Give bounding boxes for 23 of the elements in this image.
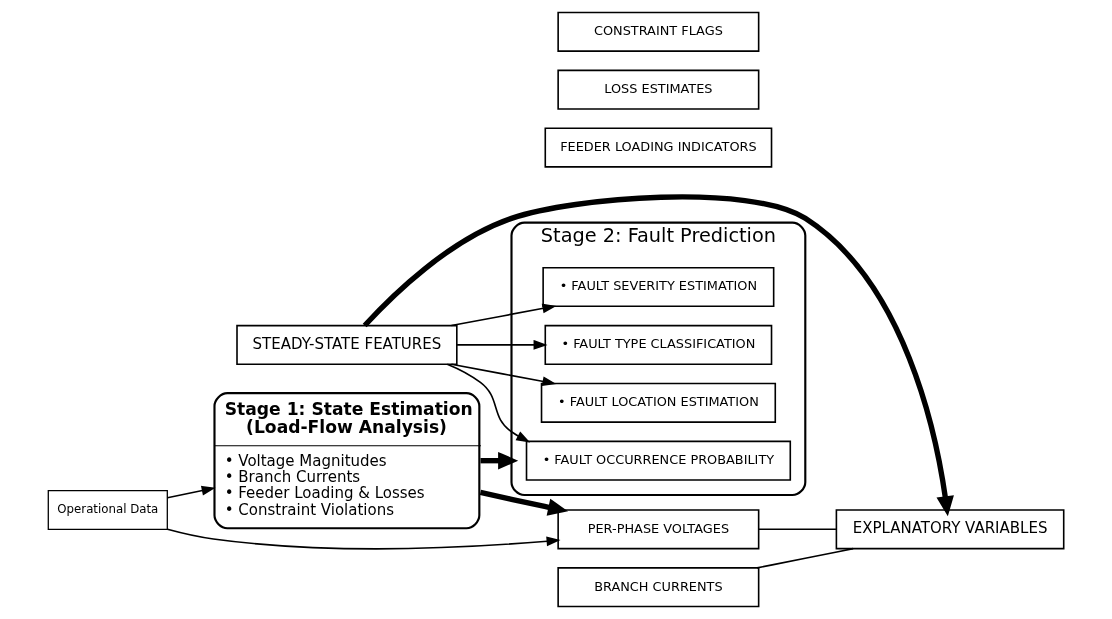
- arrow: [479, 489, 569, 516]
- node-box: PER-PHASE VOLTAGES: [557, 509, 760, 550]
- node-box: Operational Data: [47, 490, 168, 530]
- node-box: • FAULT SEVERITY ESTIMATION: [542, 266, 775, 308]
- arrow: [362, 194, 954, 517]
- node-box: CONSTRAINT FLAGS: [557, 11, 760, 52]
- arrow: [446, 363, 531, 443]
- node-box: • FAULT OCCURRENCE PROBABILITY: [525, 440, 792, 481]
- arrow: [456, 340, 548, 350]
- node-box: EXPLANATORY VARIABLES: [835, 509, 1065, 550]
- node-box: FEEDER LOADING INDICATORS: [544, 127, 773, 168]
- arrow: [480, 451, 519, 470]
- node-box: • FAULT TYPE CLASSIFICATION: [544, 324, 773, 365]
- arrow: [450, 363, 557, 387]
- arrow: [166, 528, 561, 550]
- node-box: BRANCH CURRENTS: [557, 567, 760, 608]
- node-box: STEADY-STATE FEATURES: [236, 324, 458, 365]
- node-box: • FAULT LOCATION ESTIMATION: [540, 382, 777, 423]
- connector: [757, 528, 837, 531]
- arrow: [450, 303, 557, 327]
- connector: [756, 547, 854, 569]
- node-box: LOSS ESTIMATES: [557, 69, 760, 110]
- arrow: [166, 485, 216, 499]
